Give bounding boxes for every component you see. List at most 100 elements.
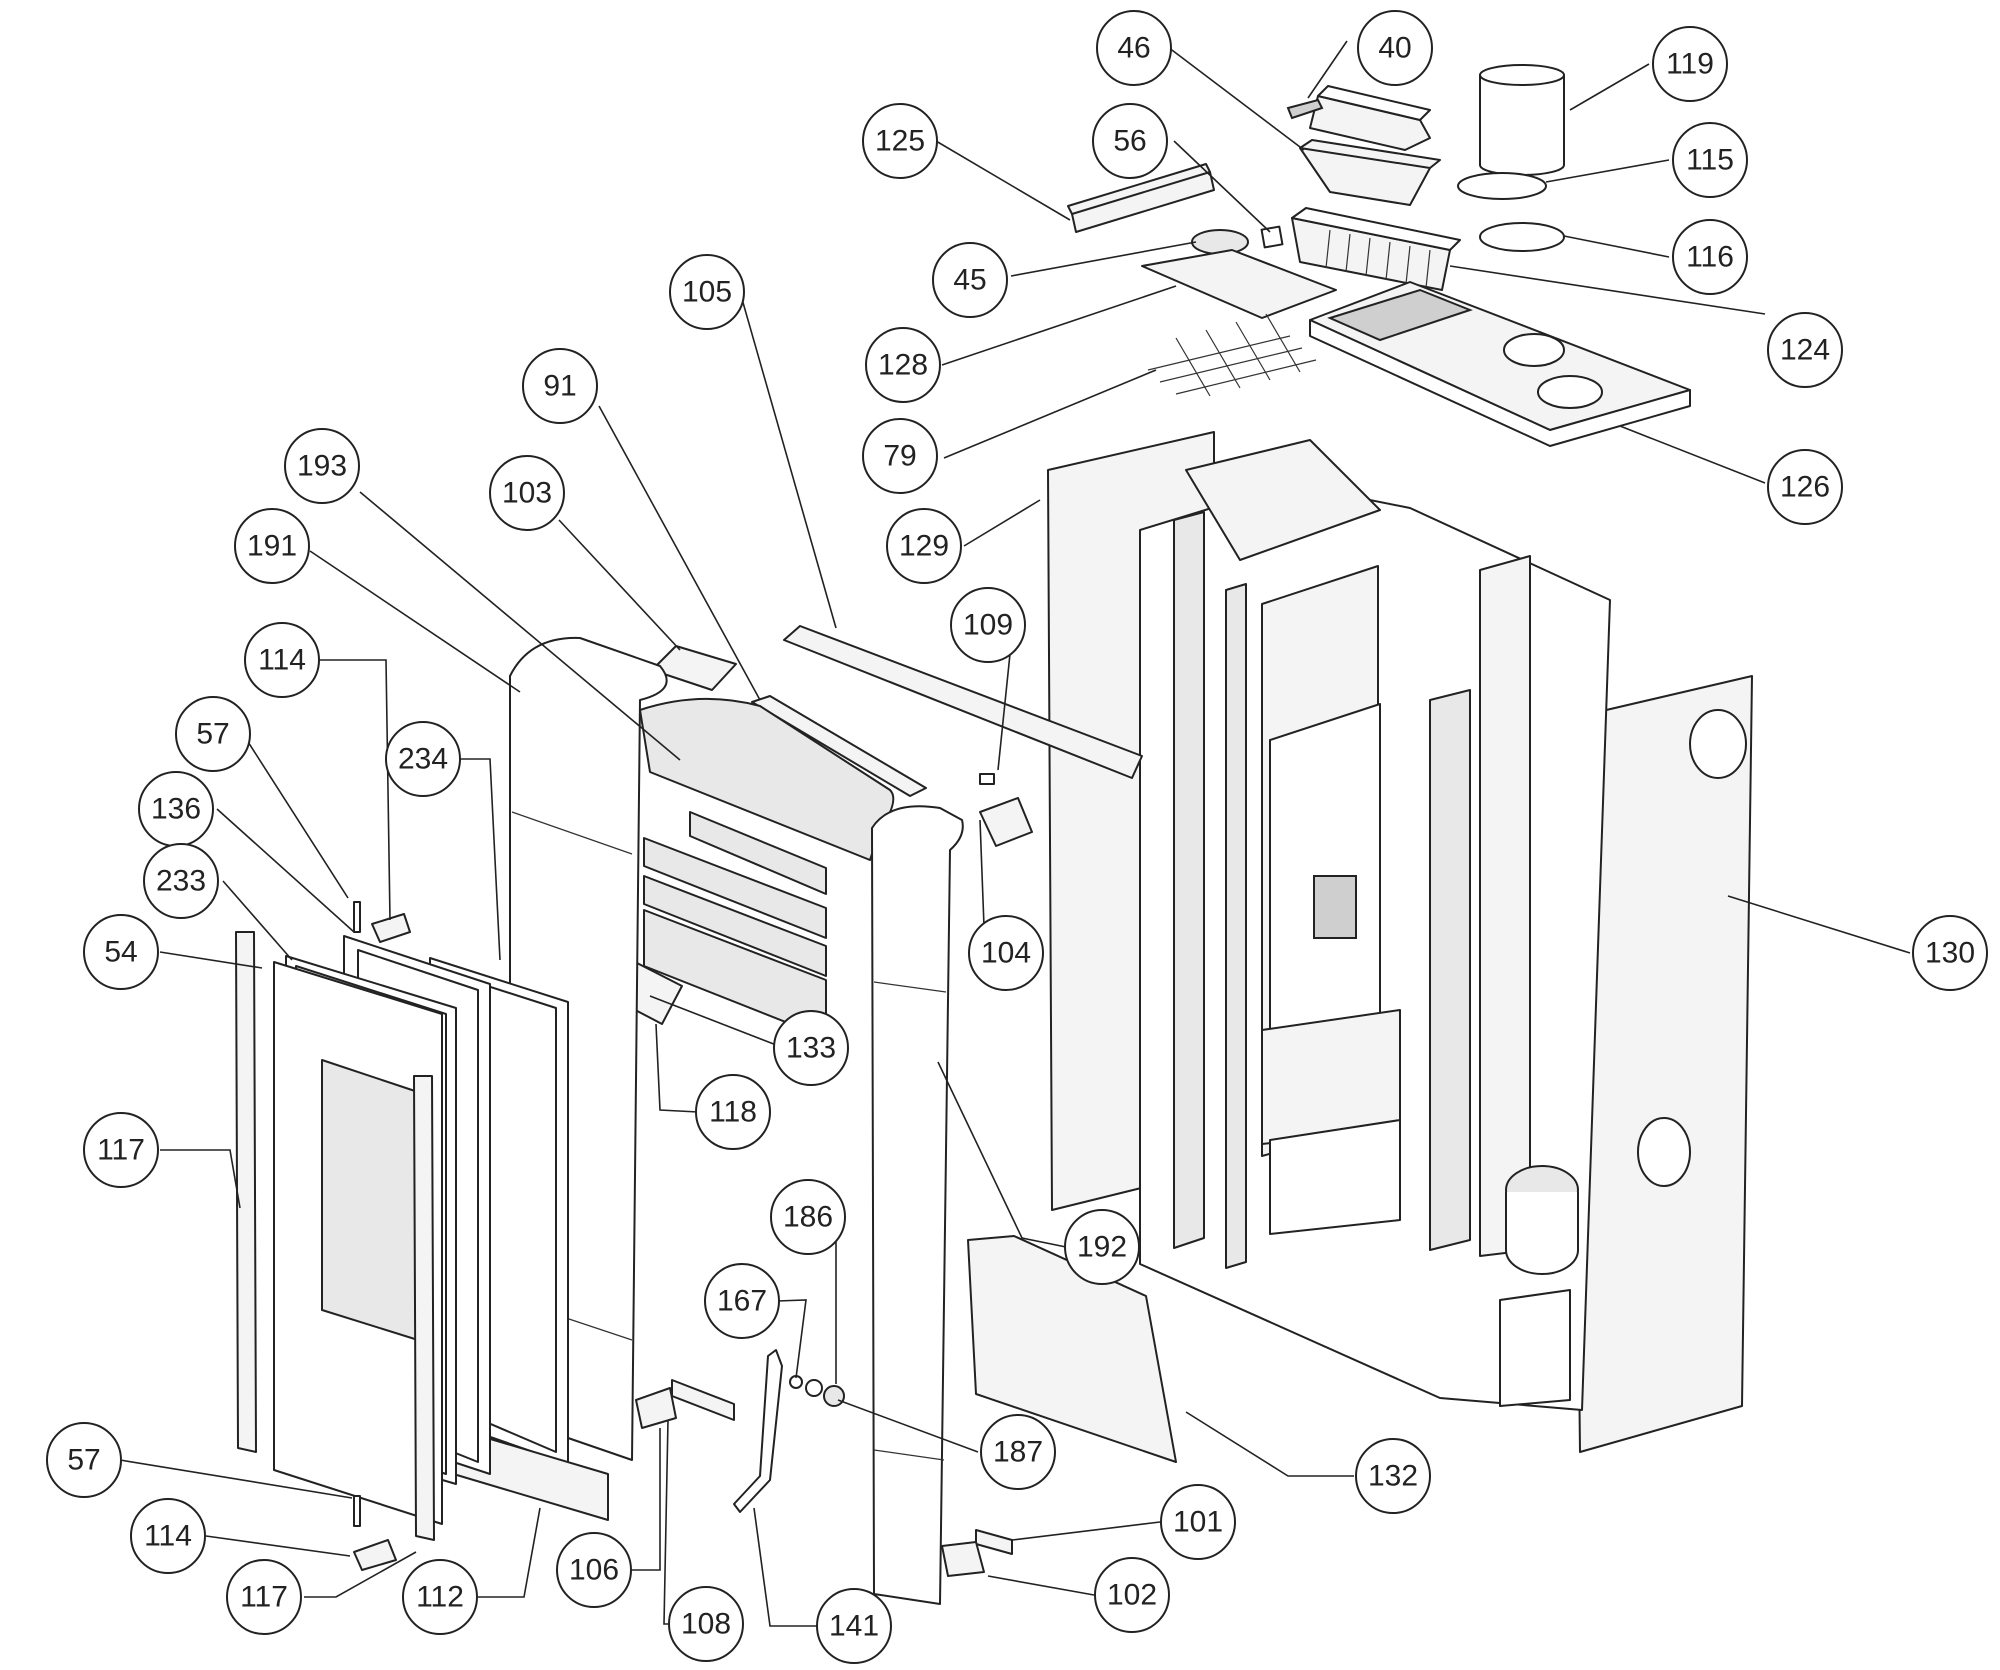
callout-label: 108: [681, 1608, 731, 1641]
callout-label: 125: [875, 125, 925, 158]
callout-label: 114: [144, 1520, 192, 1553]
callout-label: 40: [1378, 32, 1411, 65]
callout-187: 187: [980, 1414, 1056, 1490]
part-133-grille: [643, 811, 827, 1039]
callout-141: 141: [816, 1588, 892, 1664]
part-drawings: [235, 64, 1753, 1605]
callout-186: 186: [770, 1179, 846, 1255]
callout-circle: [968, 915, 1044, 991]
callout-circle: [1357, 10, 1433, 86]
callout-label: 233: [156, 865, 206, 898]
callout-label: 128: [878, 349, 928, 382]
callout-79: 79: [862, 418, 938, 494]
callout-57b: 57: [46, 1422, 122, 1498]
callout-circle: [770, 1179, 846, 1255]
callout-101: 101: [1160, 1484, 1236, 1560]
callout-label: 192: [1077, 1231, 1127, 1264]
callout-136: 136: [138, 771, 214, 847]
part-54-door: [273, 961, 443, 1525]
callout-label: 79: [883, 440, 916, 473]
callout-circle: [556, 1532, 632, 1608]
callout-circle: [816, 1588, 892, 1664]
part-126-top-cover: [1309, 281, 1691, 447]
callout-label: 130: [1925, 937, 1975, 970]
callout-label: 105: [682, 276, 732, 309]
part-45-cap: [1191, 229, 1249, 255]
callout-circle: [695, 1074, 771, 1150]
part-109-clip: [979, 773, 995, 785]
callout-circle: [773, 1010, 849, 1086]
part-108-bracket: [671, 1379, 735, 1421]
callout-label: 133: [786, 1032, 836, 1065]
callout-label: 115: [1686, 144, 1734, 177]
callout-label: 57: [67, 1444, 100, 1477]
callout-label: 167: [717, 1285, 767, 1318]
callout-circle: [669, 254, 745, 330]
callout-circle: [143, 843, 219, 919]
part-193-top-cap: [639, 697, 895, 861]
part-40-lid: [1286, 85, 1431, 151]
callout-label: 101: [1173, 1506, 1223, 1539]
callout-circle: [1094, 1557, 1170, 1633]
callout-circle: [234, 508, 310, 584]
callout-circle: [1064, 1209, 1140, 1285]
callout-45: 45: [932, 242, 1008, 318]
callout-circle: [1672, 219, 1748, 295]
callout-circle: [1160, 1484, 1236, 1560]
callout-label: 117: [240, 1581, 288, 1614]
callout-label: 56: [1113, 125, 1146, 158]
part-79-grid: [1147, 313, 1317, 397]
callout-label: 114: [258, 644, 306, 677]
part-132-panel: [967, 1235, 1177, 1463]
callout-label: 118: [709, 1096, 757, 1129]
part-106-bracket: [635, 1387, 677, 1429]
callout-label: 136: [151, 793, 201, 826]
callout-circle: [862, 103, 938, 179]
callout-label: 187: [993, 1436, 1043, 1469]
callout-circle: [1092, 103, 1168, 179]
callout-133: 133: [773, 1010, 849, 1086]
callout-circle: [402, 1559, 478, 1635]
callout-54: 54: [83, 914, 159, 990]
callout-circle: [1912, 915, 1988, 991]
callout-label: 104: [981, 937, 1031, 970]
callout-label: 191: [247, 530, 297, 563]
callout-108: 108: [668, 1586, 744, 1662]
part-187-knob: [823, 1385, 845, 1407]
callout-circle: [865, 327, 941, 403]
callout-91: 91: [522, 348, 598, 424]
part-103-bracket: [651, 645, 737, 691]
leader-lines: [119, 40, 1911, 1627]
callout-112: 112: [402, 1559, 478, 1635]
callout-circle: [175, 696, 251, 772]
part-104-hinge: [979, 797, 1033, 847]
part-56-bracket: [1260, 225, 1284, 249]
callout-label: 124: [1780, 334, 1830, 367]
callout-114a: 114: [244, 622, 320, 698]
callout-label: 45: [953, 264, 986, 297]
callout-40: 40: [1357, 10, 1433, 86]
callout-57a: 57: [175, 696, 251, 772]
callout-label: 103: [502, 477, 552, 510]
callout-label: 234: [398, 743, 448, 776]
part-186-nut: [805, 1379, 823, 1397]
callout-label: 119: [1666, 48, 1714, 81]
callout-234: 234: [385, 721, 461, 797]
part-114-hinge-top: [371, 913, 411, 943]
callout-124: 124: [1767, 312, 1843, 388]
callout-233: 233: [143, 843, 219, 919]
part-125-bar: [1067, 163, 1215, 233]
callout-label: 141: [829, 1610, 879, 1643]
callout-116: 116: [1672, 219, 1748, 295]
callout-circle: [1767, 449, 1843, 525]
part-192-right-upright: [871, 805, 964, 1605]
callout-label: 112: [416, 1581, 464, 1614]
callout-192: 192: [1064, 1209, 1140, 1285]
callout-193: 193: [284, 428, 360, 504]
callout-106: 106: [556, 1532, 632, 1608]
part-101-bracket: [975, 1529, 1013, 1555]
callout-circle: [489, 455, 565, 531]
callout-circle: [886, 508, 962, 584]
part-128-plate: [1141, 249, 1337, 319]
